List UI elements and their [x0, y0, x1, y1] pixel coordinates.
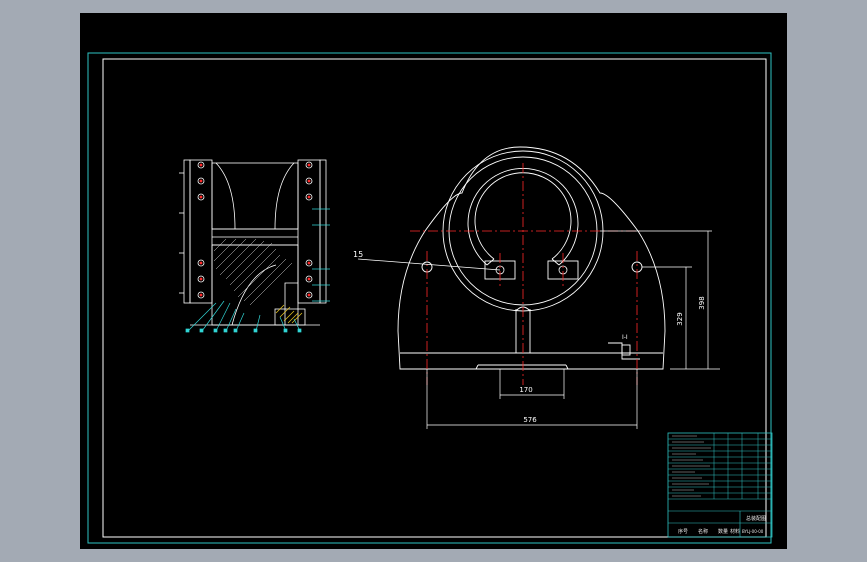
part-callouts — [185, 208, 330, 333]
centerlines — [410, 163, 640, 385]
balloon-leader — [357, 258, 501, 271]
cad-viewport[interactable]: 15 170 576 398 329 I-I 序号 名称 数量 — [80, 13, 787, 549]
dim-bottom-base: 170 — [519, 386, 532, 394]
section-view-left — [179, 159, 327, 326]
tb-header-1: 序号 — [678, 528, 688, 535]
tb-header-3: 数量 — [718, 528, 728, 535]
bolt-accents — [199, 163, 311, 297]
dim-height-inner: 329 — [676, 312, 684, 325]
section-label: I-I — [622, 334, 628, 341]
dim-height-outer: 398 — [698, 296, 706, 309]
outer-border — [87, 52, 772, 544]
yellow-hatch — [275, 304, 303, 324]
tb-drawing-name: 总装配图 — [746, 515, 766, 522]
balloon-label: 15 — [353, 250, 363, 259]
dim-overall-width: 576 — [523, 416, 537, 424]
section-hatching — [213, 238, 293, 306]
tb-header-4: 材料 — [730, 528, 740, 535]
title-block: 序号 名称 数量 材料 总装配图 BYLJ-00-00 — [667, 432, 773, 538]
inner-border — [102, 58, 767, 538]
drawing-sheet: 15 170 576 398 329 I-I 序号 名称 数量 — [87, 52, 773, 544]
clamp-bolts — [495, 265, 568, 275]
dimension-lines — [426, 230, 720, 429]
tb-drawing-number: BYLJ-00-00 — [742, 529, 764, 534]
tb-header-2: 名称 — [698, 528, 708, 535]
